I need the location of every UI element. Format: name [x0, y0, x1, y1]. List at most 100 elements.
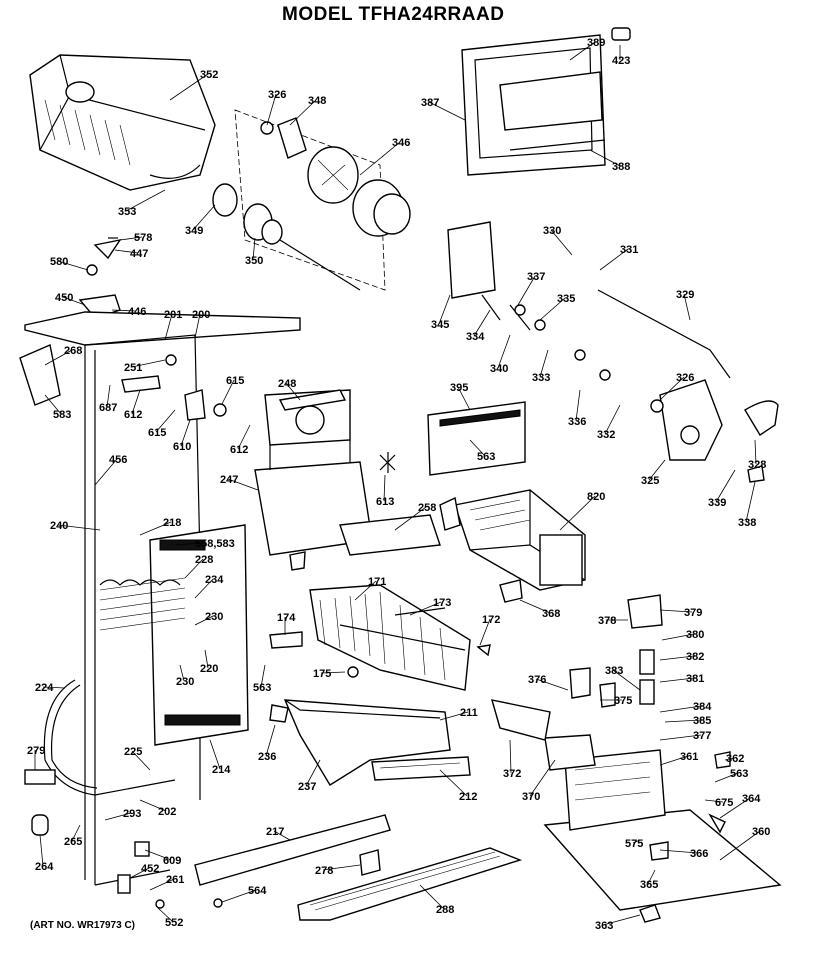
leader-line: [260, 664, 266, 688]
leader-line: [62, 296, 86, 306]
part-label: 339: [708, 497, 726, 509]
leader-line: [683, 293, 691, 321]
leader-line: [529, 759, 556, 797]
leader-line: [194, 313, 201, 339]
ice-storage-drawer-part: [283, 699, 471, 786]
leader-line: [659, 677, 695, 683]
leader-line: [659, 376, 685, 401]
leader-line: [664, 719, 702, 723]
part-label: 385: [693, 715, 711, 727]
leader-line: [139, 521, 172, 536]
leader-line: [204, 649, 209, 669]
part-label: 247: [220, 474, 238, 486]
leader-line: [111, 309, 137, 312]
leader-line: [632, 839, 641, 844]
leader-line: [535, 678, 569, 691]
part-label: 558,583: [195, 538, 235, 550]
small-hardware-parts: [19, 221, 765, 923]
dispenser-housing-part: [491, 594, 782, 911]
leader-line: [221, 889, 257, 903]
leader-line: [119, 236, 143, 241]
part-label: 395: [450, 382, 468, 394]
part-label: 171: [368, 576, 386, 588]
part-label: 615: [148, 427, 166, 439]
part-label: 363: [595, 920, 613, 932]
leader-line: [648, 459, 666, 481]
part-label: 214: [212, 764, 231, 776]
part-label: 366: [690, 848, 708, 860]
leader-line: [192, 204, 216, 231]
part-label: 552: [165, 917, 183, 929]
leader-line: [659, 849, 699, 854]
leader-line: [659, 734, 702, 741]
leader-line: [157, 907, 174, 923]
part-label: 563: [477, 451, 495, 463]
part-label: 376: [528, 674, 546, 686]
leader-line: [539, 297, 566, 321]
part-label: 331: [620, 244, 638, 256]
leader-line: [273, 830, 291, 841]
leader-line: [428, 101, 466, 121]
leader-line: [221, 379, 235, 405]
leader-line: [517, 275, 536, 306]
leader-line: [114, 249, 139, 254]
part-label: 288: [436, 904, 454, 916]
part-label: 228: [195, 554, 213, 566]
leader-line: [509, 739, 512, 774]
leader-line: [661, 633, 695, 641]
leader-line: [559, 495, 596, 531]
part-label: 230: [176, 676, 194, 688]
part-label: 379: [684, 607, 702, 619]
leader-line: [539, 349, 549, 378]
part-label: 377: [693, 730, 711, 742]
part-label: 258: [418, 502, 436, 514]
leader-line: [184, 558, 204, 579]
part-label: 325: [641, 475, 659, 487]
part-label: 172: [482, 614, 500, 626]
part-label: 372: [503, 768, 521, 780]
leader-line: [155, 409, 176, 433]
leader-line: [131, 750, 151, 771]
leader-line: [457, 386, 471, 411]
part-label: 279: [27, 745, 45, 757]
leader-line: [550, 229, 573, 256]
part-label: 293: [123, 808, 141, 820]
leader-line: [354, 580, 377, 601]
part-label: 362: [726, 753, 744, 765]
part-label: 609: [163, 855, 181, 867]
water-tube-part: [24, 679, 176, 796]
leader-line: [180, 419, 191, 447]
leader-line: [266, 93, 277, 126]
part-label: 264: [35, 861, 54, 873]
part-label: 563: [730, 768, 748, 780]
leader-line: [129, 867, 150, 879]
leader-line: [659, 755, 689, 766]
leader-line: [612, 669, 641, 691]
part-label: 332: [597, 429, 615, 441]
leader-line: [194, 578, 214, 599]
part-label: 583: [53, 409, 71, 421]
part-label: 388: [612, 161, 630, 173]
part-label: 337: [527, 271, 545, 283]
leader-line: [359, 141, 401, 176]
leader-line: [704, 799, 724, 803]
leader-line: [265, 724, 276, 757]
leader-line: [209, 739, 221, 770]
leader-line: [438, 294, 451, 325]
leader-line: [714, 772, 739, 783]
part-label: 375: [614, 695, 632, 707]
leader-line: [604, 404, 621, 435]
part-label: 336: [568, 416, 586, 428]
control-board-part: [427, 401, 526, 476]
part-label: 612: [230, 444, 248, 456]
leader-line: [44, 349, 73, 366]
part-label: 820: [587, 491, 605, 503]
leader-line: [602, 914, 641, 926]
leader-line: [575, 389, 581, 422]
leader-line: [252, 237, 256, 261]
part-label: 456: [109, 454, 127, 466]
leader-line: [745, 481, 756, 523]
leader-line: [469, 439, 486, 457]
